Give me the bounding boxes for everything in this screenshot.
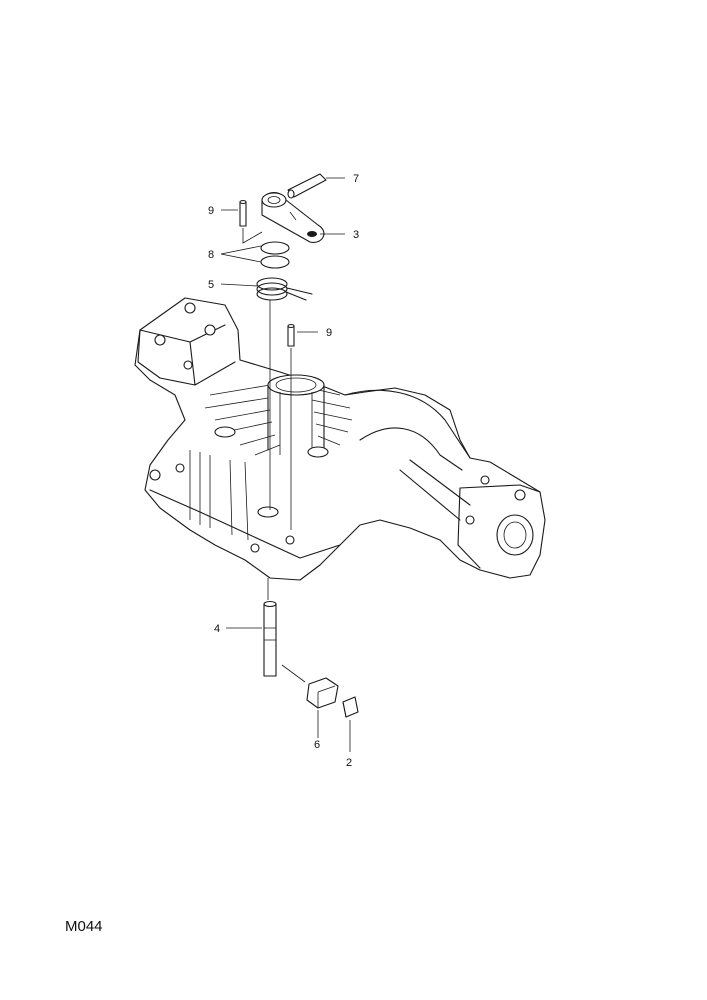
part-3-lever-arm bbox=[261, 191, 325, 243]
callout-9-mid: 9 bbox=[326, 327, 332, 339]
callout-4: 4 bbox=[214, 623, 220, 635]
part-4-shaft bbox=[263, 600, 277, 677]
part-5-spring bbox=[256, 277, 313, 301]
transaxle-housing bbox=[134, 297, 546, 581]
part-9-roll-pin-mid bbox=[287, 323, 295, 347]
callout-9-top: 9 bbox=[208, 205, 214, 217]
callout-8: 8 bbox=[208, 249, 214, 261]
callout-6: 6 bbox=[314, 739, 320, 751]
figure-code: M044 bbox=[65, 918, 103, 935]
part-8-o-rings bbox=[260, 241, 290, 269]
leader-lines bbox=[220, 177, 351, 752]
callout-7: 7 bbox=[353, 173, 359, 185]
part-2-small-block bbox=[342, 696, 359, 718]
callout-2: 2 bbox=[346, 757, 352, 769]
part-9-roll-pin-top bbox=[239, 199, 247, 227]
part-6-block bbox=[306, 677, 339, 709]
callout-5: 5 bbox=[208, 279, 214, 291]
callout-3: 3 bbox=[353, 229, 359, 241]
part-7-pin bbox=[287, 173, 327, 199]
